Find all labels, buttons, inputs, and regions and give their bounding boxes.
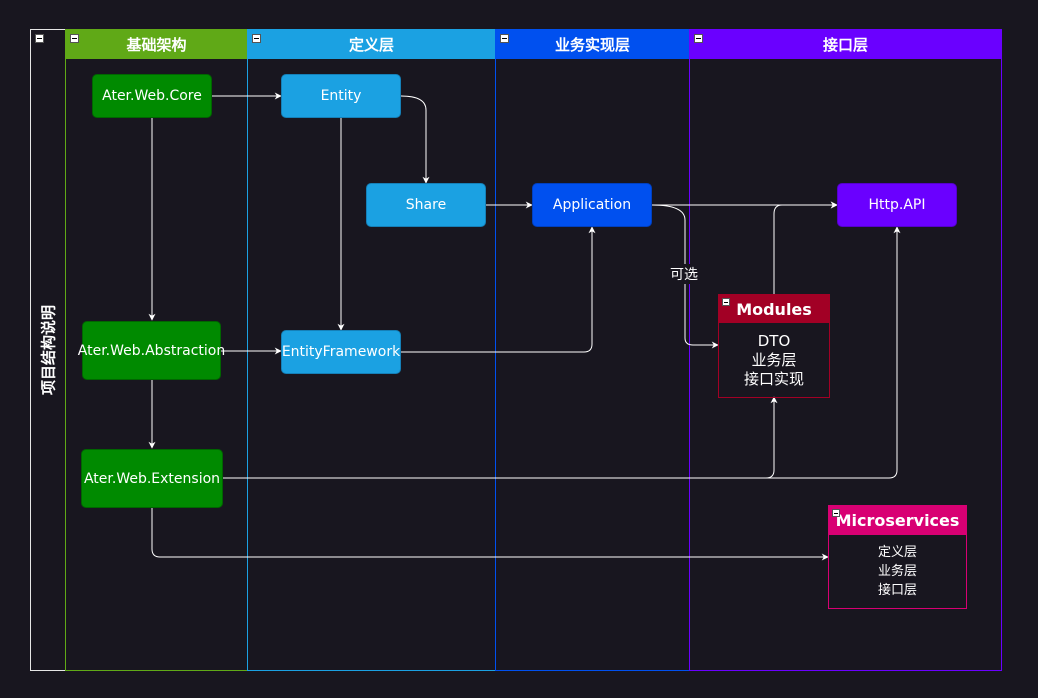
microservices-header: Microservices — [829, 506, 966, 535]
node-http-api[interactable]: Http.API — [837, 183, 957, 227]
edge-entityframework-application — [401, 226, 596, 353]
modules-body: DTO 业务层 接口实现 — [719, 323, 829, 397]
microservices-title: Microservices — [835, 511, 960, 530]
node-application[interactable]: Application — [532, 183, 652, 227]
lane-infrastructure: 基础架构 — [65, 29, 248, 671]
lane-collapse-icon[interactable] — [252, 34, 261, 43]
node-ater-web-extension[interactable]: Ater.Web.Extension — [81, 449, 223, 508]
edge-application-modules — [651, 204, 719, 349]
lane-header-definition: 定义层 — [248, 30, 495, 59]
modules-line-dto: DTO — [757, 331, 791, 350]
lane-header-business: 业务实现层 — [496, 30, 689, 59]
node-ater-web-core[interactable]: Ater.Web.Core — [92, 74, 212, 118]
node-share[interactable]: Share — [366, 183, 486, 227]
modules-line-business: 业务层 — [751, 350, 797, 369]
container-modules[interactable]: Modules DTO 业务层 接口实现 — [718, 294, 830, 398]
lane-title: 接口层 — [822, 36, 868, 54]
lane-title: 业务实现层 — [554, 36, 630, 54]
edge-extension-modules — [223, 396, 778, 479]
node-ater-web-abstraction[interactable]: Ater.Web.Abstraction — [78, 321, 225, 380]
lane-collapse-icon[interactable] — [500, 34, 509, 43]
pool-collapse-icon[interactable] — [35, 34, 44, 43]
modules-header: Modules — [719, 295, 829, 323]
microservices-line-interface: 接口层 — [877, 583, 917, 598]
lane-header-interface: 接口层 — [690, 30, 1001, 59]
edge-extension-microservices — [151, 508, 829, 561]
edge-extension-httpapi — [223, 226, 901, 479]
modules-title: Modules — [736, 299, 812, 319]
microservices-body: 定义层 业务层 接口层 — [829, 535, 966, 608]
edge-label-optional: 可选 — [668, 264, 700, 284]
edge-entity-share — [400, 95, 430, 184]
node-entityframework[interactable]: EntityFramework — [281, 330, 401, 374]
lane-title: 定义层 — [348, 36, 394, 54]
container-microservices[interactable]: Microservices 定义层 业务层 接口层 — [828, 505, 967, 609]
lane-interface: 接口层 — [689, 29, 1002, 671]
lane-title: 基础架构 — [126, 36, 187, 54]
microservices-collapse-icon[interactable] — [832, 509, 840, 517]
node-entity[interactable]: Entity — [281, 74, 401, 118]
modules-line-interface-impl: 接口实现 — [743, 369, 804, 388]
microservices-line-definition: 定义层 — [877, 545, 917, 560]
edge-modules-httpapi — [773, 201, 838, 294]
lane-collapse-icon[interactable] — [70, 34, 79, 43]
pool-title-strip: 项目结构说明 — [30, 29, 66, 671]
microservices-line-business: 业务层 — [877, 564, 917, 579]
modules-collapse-icon[interactable] — [722, 298, 730, 306]
lane-header-infrastructure: 基础架构 — [66, 30, 247, 59]
lane-collapse-icon[interactable] — [694, 34, 703, 43]
